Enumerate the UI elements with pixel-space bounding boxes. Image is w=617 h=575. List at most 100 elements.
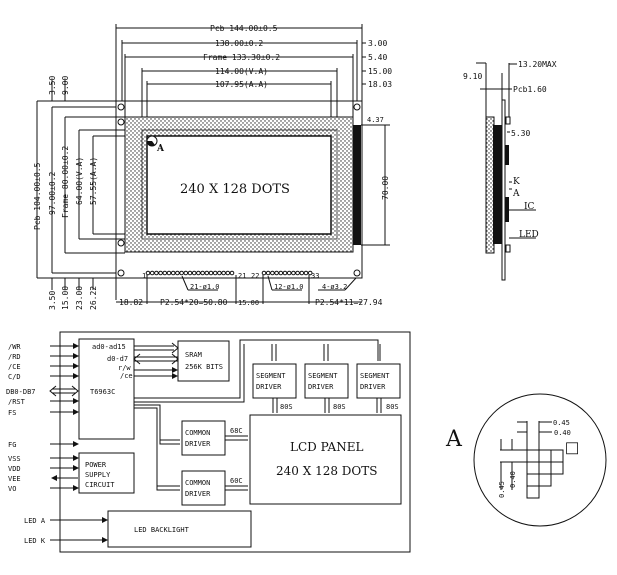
segment-driver-1 <box>252 363 297 399</box>
input-ce: /CE <box>8 363 21 371</box>
dim-9-10: 9.10 <box>463 72 482 81</box>
dim-frame-height: Frame 80.00±0.2 <box>61 146 70 218</box>
pin <box>158 270 163 276</box>
sram-block <box>177 340 230 382</box>
power-label: SUPPLY <box>85 471 111 479</box>
input-vdd: VDD <box>8 465 21 473</box>
pin <box>270 270 275 276</box>
segment-output: 80S <box>280 403 293 411</box>
common-driver-2 <box>181 470 226 506</box>
dim-15-00-pins: 15.00 <box>238 299 259 307</box>
display-label: 240 X 128 DOTS <box>180 182 290 197</box>
pin <box>149 270 155 276</box>
hole-note-12: 12-ø1.0 <box>274 283 304 291</box>
pin <box>212 270 218 276</box>
dim-pcb-width: Pcb 144.00±0.5 <box>210 24 278 33</box>
dim-70: 70.00 <box>381 176 390 200</box>
ic-chip <box>505 145 509 165</box>
dim-15-00: 15.00 <box>368 67 392 76</box>
label-a: A <box>512 189 520 199</box>
dim-dot-size-h: 0.40 <box>554 429 571 437</box>
dim-138: 138.00±0.2 <box>215 39 263 48</box>
connector <box>353 125 361 245</box>
led-backlight-block <box>107 510 252 548</box>
segment-driver-2 <box>304 363 349 399</box>
common-output-60c: 60C <box>230 477 243 485</box>
pixel-dot <box>550 449 564 463</box>
pin <box>299 270 305 276</box>
block-diagram: /WR /RD /CE C/D DB0-DB7 /RST FS FG VSS V… <box>6 331 411 553</box>
dim-dot-pitch-v: 0.45 <box>498 481 506 498</box>
dim-26-22: 26.22 <box>89 286 98 310</box>
segment-driver-label: SEGMENT <box>308 372 338 380</box>
pin <box>179 270 184 276</box>
lcd-panel-block <box>249 414 402 505</box>
dim-pin-pitch-2: P2.54*11=27.94 <box>315 298 383 307</box>
pixel-dot <box>538 473 552 487</box>
pixel-dot <box>526 449 540 463</box>
dim-9-00: 9.00 <box>61 76 70 95</box>
pin <box>286 270 292 276</box>
dim-va-height: 64.00(V.A) <box>75 157 84 205</box>
input-fg: FG <box>8 441 16 449</box>
module-outline <box>59 331 411 553</box>
backlight-label: LED BACKLIGHT <box>134 526 190 534</box>
pin-row-2 <box>261 270 313 276</box>
dim-dot-pitch-h: 0.45 <box>553 419 570 427</box>
pin <box>200 270 205 276</box>
segment-driver-label: DRIVER <box>308 383 334 391</box>
bus-ce: /ce <box>120 372 133 380</box>
dim-5-40: 5.40 <box>368 53 387 62</box>
pin-1-label: 1 <box>142 272 146 280</box>
dim-pcb-height: Pcb 104.00±0.5 <box>33 162 42 230</box>
input-led-a: LED A <box>24 517 46 525</box>
power-label: POWER <box>85 461 107 469</box>
dim-5-30: 5.30 <box>511 129 530 138</box>
pin <box>225 270 231 276</box>
label-k: K <box>513 177 520 187</box>
dim-aa-width: 107.95(A.A) <box>215 80 268 89</box>
pin <box>175 270 180 276</box>
input-vee: VEE <box>8 475 21 483</box>
segment-driver-3 <box>356 363 401 399</box>
dim-18-03: 18.03 <box>368 80 392 89</box>
pin <box>278 270 284 276</box>
input-led-k: LED K <box>24 537 46 545</box>
pin <box>307 270 313 276</box>
common-driver-label: COMMON <box>185 429 210 437</box>
input-db: DB0-DB7 <box>6 388 36 396</box>
lcd-panel-resolution: 240 X 128 DOTS <box>276 464 377 478</box>
common-driver-label: COMMON <box>185 479 210 487</box>
input-wr: /WR <box>8 343 21 351</box>
hole-note-21: 21-ø1.0 <box>190 283 220 291</box>
pin <box>303 270 309 276</box>
detail-a: A 0.45 0.40 0.45 0.40 <box>445 393 607 527</box>
mounting-holes <box>117 103 361 277</box>
dim-pin-pitch-1: P2.54*20=50.80 <box>160 298 228 307</box>
dim-aa-height: 57.55(A.A) <box>89 157 98 205</box>
pcb-outline <box>115 100 363 279</box>
segment-output: 80S <box>386 403 399 411</box>
ic-chip <box>505 197 509 222</box>
pin <box>187 270 193 276</box>
dim-23-00: 23.00 <box>75 286 84 310</box>
input-fs: FS <box>8 409 16 417</box>
pin <box>196 270 201 276</box>
pin <box>261 270 267 276</box>
pin <box>274 270 279 276</box>
pin-33-label: 33 <box>311 272 319 280</box>
active-area <box>146 135 332 235</box>
pin <box>221 270 226 276</box>
pin-row-1 <box>145 270 235 276</box>
pin <box>229 270 235 276</box>
pin <box>170 270 176 276</box>
dim-pcb-thickness: Pcb1.60 <box>513 85 547 94</box>
pin <box>154 270 159 276</box>
common-driver-label: DRIVER <box>185 490 211 498</box>
segment-driver-label: SEGMENT <box>360 372 390 380</box>
dim-frame-width: Frame 133.30±0.2 <box>203 53 280 62</box>
dim-3-50-top: 3.50 <box>48 76 57 95</box>
dim-97: 97.00±0.2 <box>48 171 57 215</box>
detail-marker: A <box>156 144 165 154</box>
pin <box>145 270 151 276</box>
